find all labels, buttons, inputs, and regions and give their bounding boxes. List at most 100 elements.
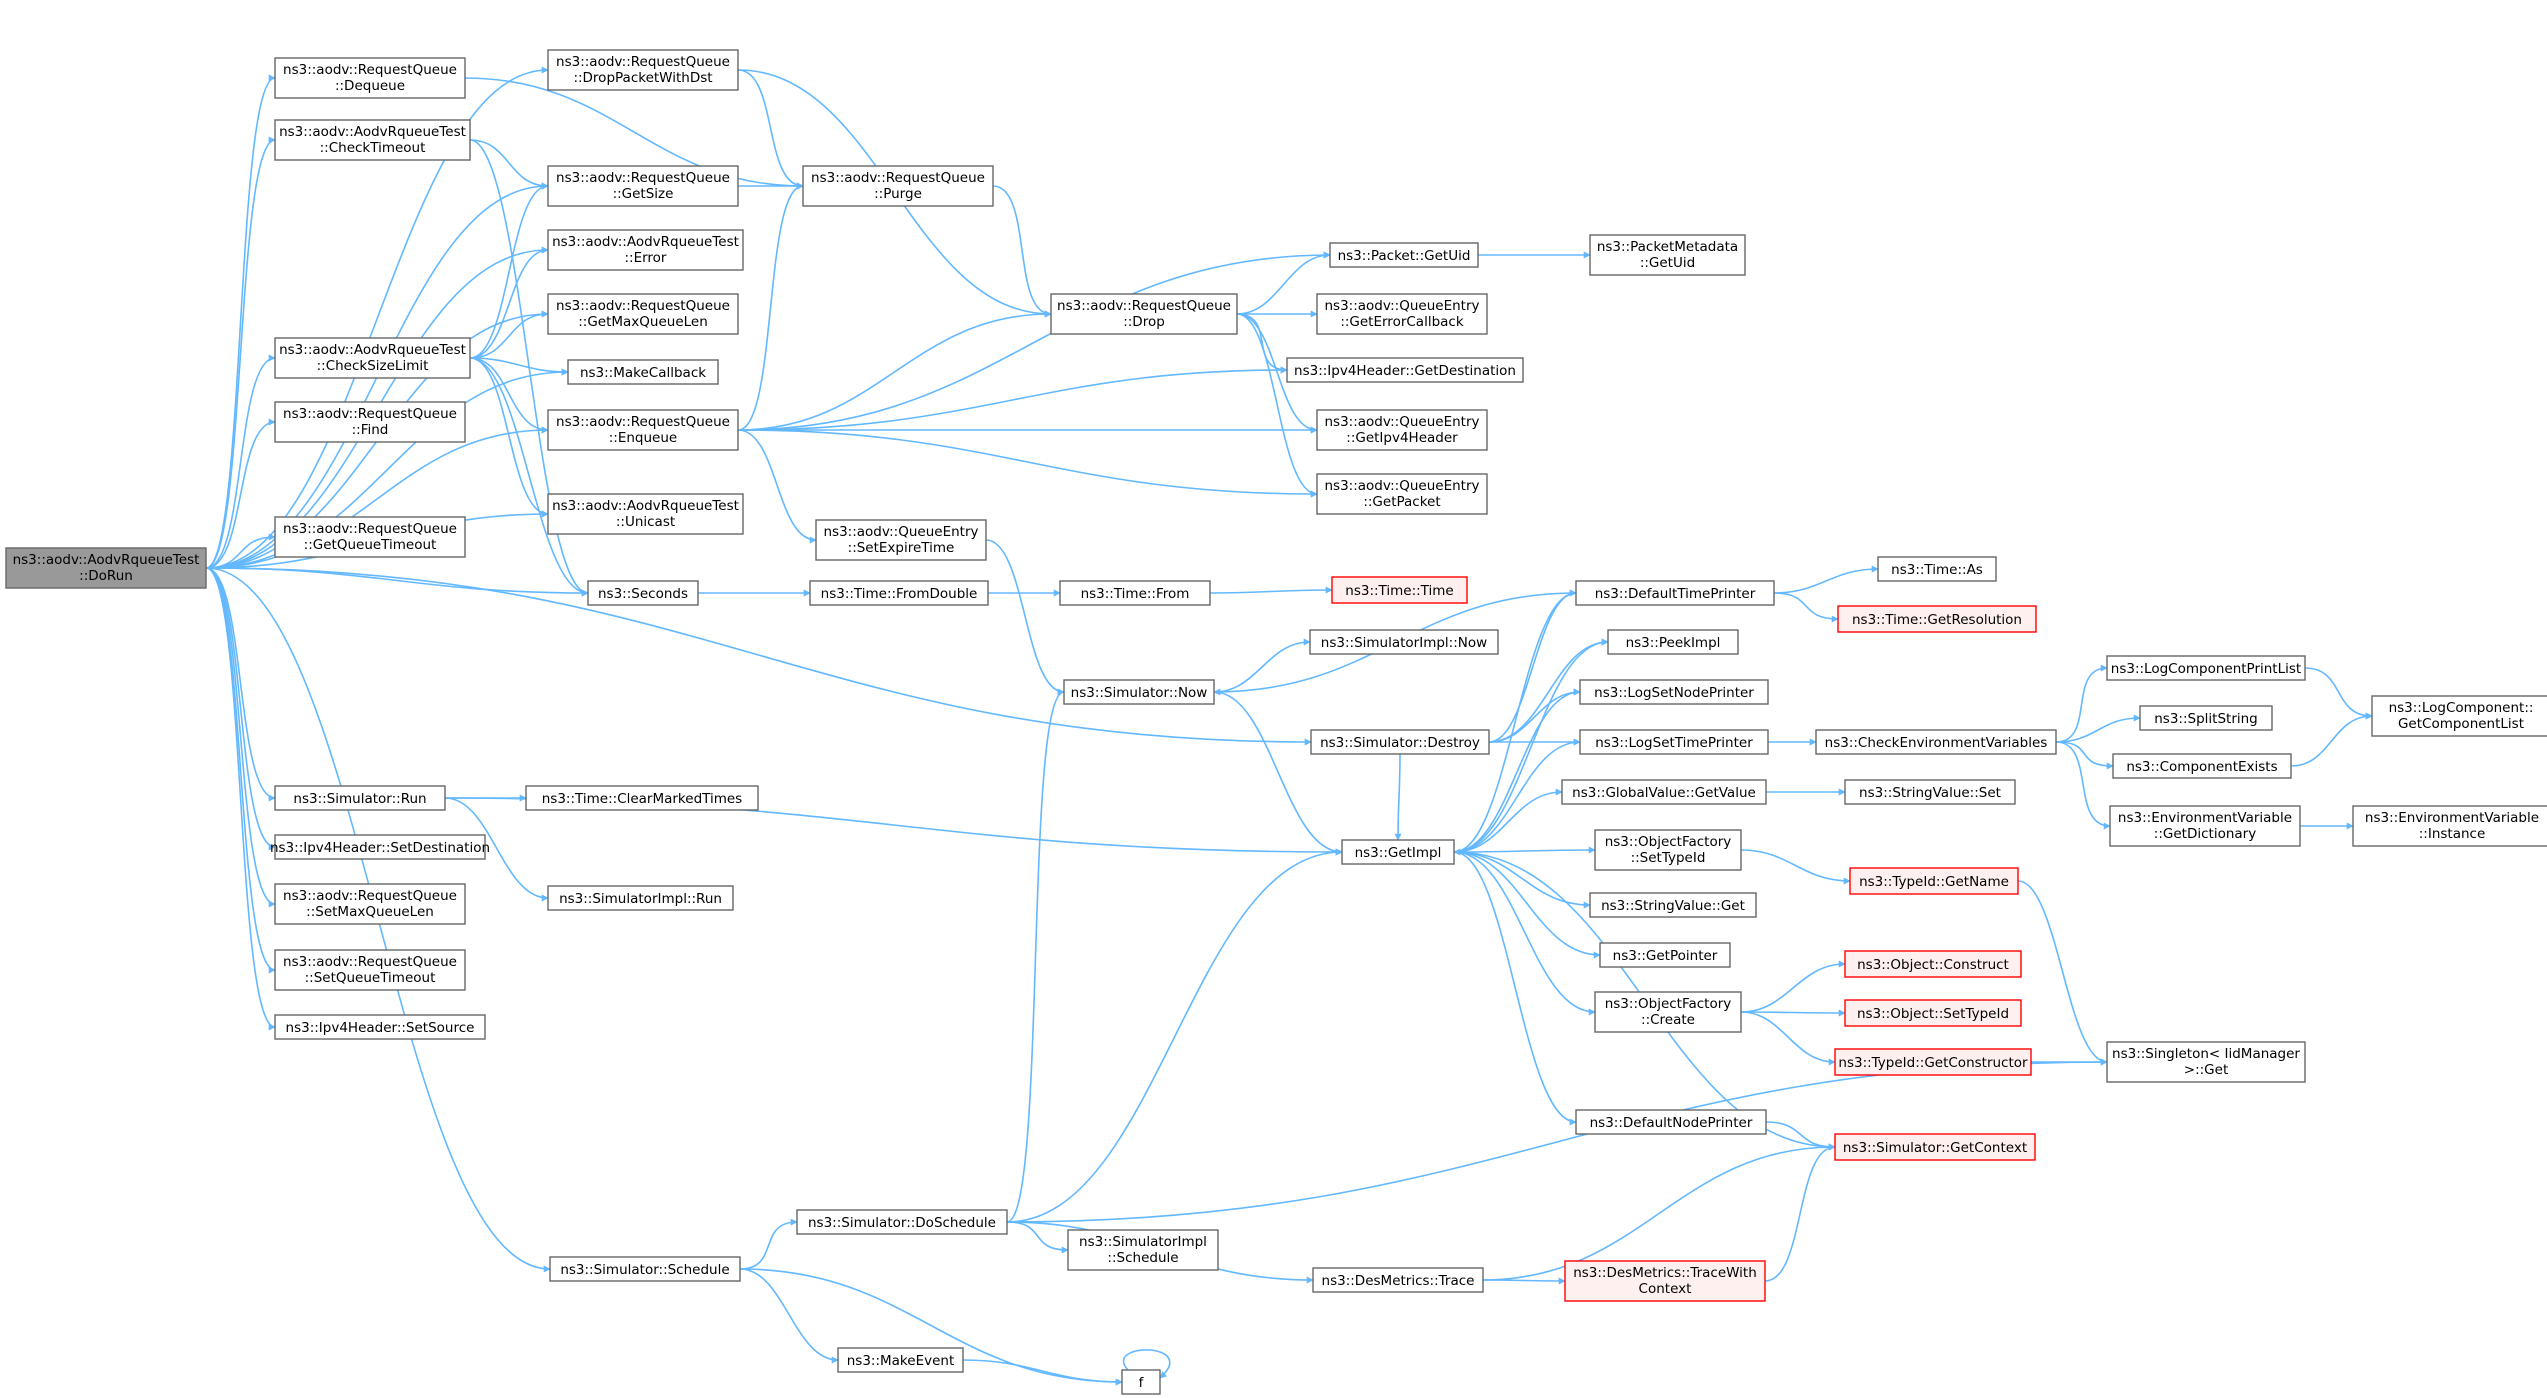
node-label: ns3::DesMetrics::Trace	[1322, 1273, 1475, 1289]
node-makeevent[interactable]: ns3::MakeEvent	[837, 1347, 964, 1373]
node-getcomponentlist[interactable]: ns3::LogComponent::GetComponentList	[2371, 695, 2547, 737]
node-logsettimeprinter[interactable]: ns3::LogSetTimePrinter	[1579, 729, 1769, 755]
edge-simschedule-to-doschedule	[739, 1218, 798, 1270]
node-f[interactable]: f	[1121, 1369, 1161, 1395]
node-timefrom[interactable]: ns3::Time::From	[1059, 580, 1211, 606]
node-box	[1575, 1109, 1767, 1135]
node-clearmarkedtimes[interactable]: ns3::Time::ClearMarkedTimes	[525, 785, 759, 811]
edge-dorun-to-droppacketwithdst	[205, 66, 549, 569]
node-find[interactable]: ns3::aodv::RequestQueue::Find	[274, 401, 466, 443]
node-packetgetuid[interactable]: ns3::Packet::GetUid	[1329, 242, 1479, 268]
node-singletonget[interactable]: ns3::Singleton< IidManager >::Get	[2106, 1041, 2306, 1083]
node-simnow[interactable]: ns3::Simulator::Now	[1063, 679, 1215, 705]
node-label: ::GetMaxQueueLen	[578, 314, 708, 330]
node-setqueuetimeout[interactable]: ns3::aodv::RequestQueue::SetQueueTimeout	[274, 949, 466, 991]
node-label: ::Purge	[874, 186, 922, 202]
node-unicast[interactable]: ns3::aodv::AodvRqueueTest::Unicast	[547, 493, 744, 535]
node-error[interactable]: ns3::aodv::AodvRqueueTest::Error	[547, 229, 744, 271]
node-ipv4setdest[interactable]: ns3::Ipv4Header::SetDestination	[270, 834, 490, 860]
node-label: ns3::aodv::RequestQueue	[283, 521, 457, 537]
node-getresolution[interactable]: ns3::Time::GetResolution	[1837, 605, 2037, 633]
node-box	[1121, 1369, 1161, 1395]
edge-logcompprintlist-to-getcomponentlist	[2304, 667, 2373, 720]
node-label: ns3::Simulator::Run	[293, 791, 426, 807]
node-purge[interactable]: ns3::aodv::RequestQueue::Purge	[802, 165, 994, 207]
node-label: ns3::PeekImpl	[1626, 635, 1721, 651]
node-objfactorycreate[interactable]: ns3::ObjectFactory::Create	[1594, 991, 1742, 1033]
node-simdestroy[interactable]: ns3::Simulator::Destroy	[1310, 729, 1490, 755]
node-timetime[interactable]: ns3::Time::Time	[1331, 576, 1468, 604]
node-defaultnodeprinter[interactable]: ns3::DefaultNodePrinter	[1575, 1109, 1767, 1135]
node-label: ns3::aodv::AodvRqueueTest	[279, 124, 466, 140]
node-box	[809, 580, 989, 606]
node-packetmetadatagetuid[interactable]: ns3::PacketMetadata::GetUid	[1589, 234, 1746, 276]
node-timeas[interactable]: ns3::Time::As	[1877, 556, 1997, 582]
node-objfactorysettypeid[interactable]: ns3::ObjectFactory::SetTypeId	[1594, 829, 1742, 871]
node-objectconstruct[interactable]: ns3::Object::Construct	[1844, 950, 2022, 978]
node-box	[274, 119, 471, 161]
node-getqueuetimeout[interactable]: ns3::aodv::RequestQueue::GetQueueTimeout	[274, 516, 466, 558]
node-geterrorcallback[interactable]: ns3::aodv::QueueEntry::GetErrorCallback	[1316, 293, 1488, 335]
node-drop[interactable]: ns3::aodv::RequestQueue::Drop	[1050, 293, 1238, 335]
node-box	[274, 834, 486, 860]
edge-doschedule-to-simnow	[1006, 688, 1065, 1223]
edge-dorun-to-ipv4setsource	[205, 567, 276, 1031]
node-simimplrun[interactable]: ns3::SimulatorImpl::Run	[547, 885, 734, 911]
node-peekimpl[interactable]: ns3::PeekImpl	[1607, 629, 1739, 655]
node-dequeue[interactable]: ns3::aodv::RequestQueue::Dequeue	[274, 57, 466, 99]
node-getpacket[interactable]: ns3::aodv::QueueEntry::GetPacket	[1316, 473, 1488, 515]
node-box	[837, 1347, 964, 1373]
node-simimplschedule[interactable]: ns3::SimulatorImpl::Schedule	[1067, 1229, 1219, 1271]
node-fromdouble[interactable]: ns3::Time::FromDouble	[809, 580, 989, 606]
node-simimplnow[interactable]: ns3::SimulatorImpl::Now	[1309, 629, 1499, 655]
node-envvargetdict[interactable]: ns3::EnvironmentVariable::GetDictionary	[2109, 805, 2301, 847]
node-label: ::GetErrorCallback	[1340, 314, 1464, 330]
node-ipv4getdest[interactable]: ns3::Ipv4Header::GetDestination	[1286, 357, 1524, 383]
node-checkenvvars[interactable]: ns3::CheckEnvironmentVariables	[1815, 729, 2057, 755]
node-defaulttimeprinter[interactable]: ns3::DefaultTimePrinter	[1575, 580, 1775, 606]
node-componentexists[interactable]: ns3::ComponentExists	[2112, 753, 2292, 779]
node-objectsettypeid[interactable]: ns3::Object::SetTypeId	[1844, 999, 2022, 1027]
node-label: ns3::DefaultNodePrinter	[1590, 1115, 1753, 1131]
node-enqueue[interactable]: ns3::aodv::RequestQueue::Enqueue	[547, 409, 739, 451]
node-simschedule[interactable]: ns3::Simulator::Schedule	[549, 1256, 741, 1282]
node-typeidgetname[interactable]: ns3::TypeId::GetName	[1849, 867, 2019, 895]
node-makecallback[interactable]: ns3::MakeCallback	[567, 359, 719, 385]
node-ipv4setsource[interactable]: ns3::Ipv4Header::SetSource	[274, 1014, 486, 1040]
node-stringvalueset[interactable]: ns3::StringValue::Set	[1844, 779, 2016, 805]
node-droppacketwithdst[interactable]: ns3::aodv::RequestQueue::DropPacketWithD…	[547, 49, 739, 91]
node-label: ns3::Object::SetTypeId	[1857, 1006, 2009, 1022]
node-envvarinstance[interactable]: ns3::EnvironmentVariable::Instance	[2352, 805, 2547, 847]
node-setexpiretime[interactable]: ns3::aodv::QueueEntry::SetExpireTime	[815, 519, 987, 561]
edge-drop-to-packetgetuid	[1236, 251, 1331, 315]
node-dorun[interactable]: ns3::aodv::AodvRqueueTest::DoRun	[5, 547, 207, 589]
node-box	[2371, 695, 2547, 737]
node-checktimeout[interactable]: ns3::aodv::AodvRqueueTest::CheckTimeout	[274, 119, 471, 161]
node-label: ::SetMaxQueueLen	[306, 904, 434, 920]
node-label: ns3::DefaultTimePrinter	[1595, 586, 1756, 602]
node-getmaxqueuelen[interactable]: ns3::aodv::RequestQueue::GetMaxQueueLen	[547, 293, 739, 335]
node-splitstring[interactable]: ns3::SplitString	[2139, 705, 2273, 731]
node-setmaxqueuelen[interactable]: ns3::aodv::RequestQueue::SetMaxQueueLen	[274, 883, 466, 925]
node-globalvaluegetvalue[interactable]: ns3::GlobalValue::GetValue	[1561, 779, 1767, 805]
node-getsize[interactable]: ns3::aodv::RequestQueue::GetSize	[547, 165, 739, 207]
node-simrun[interactable]: ns3::Simulator::Run	[274, 785, 446, 811]
node-doschedule[interactable]: ns3::Simulator::DoSchedule	[796, 1209, 1008, 1235]
node-stringvalueget[interactable]: ns3::StringValue::Get	[1589, 892, 1757, 918]
node-typeidgetconstructor[interactable]: ns3::TypeId::GetConstructor	[1834, 1048, 2032, 1076]
node-simgetcontext[interactable]: ns3::Simulator::GetContext	[1834, 1133, 2036, 1161]
node-getimpl[interactable]: ns3::GetImpl	[1341, 839, 1455, 865]
node-desmetricstrace[interactable]: ns3::DesMetrics::Trace	[1312, 1267, 1484, 1293]
node-logcompprintlist[interactable]: ns3::LogComponentPrintList	[2106, 655, 2306, 681]
node-box	[1316, 409, 1488, 451]
node-label: ::Find	[352, 422, 389, 438]
node-getipv4header[interactable]: ns3::aodv::QueueEntry::GetIpv4Header	[1316, 409, 1488, 451]
node-checksizelimit[interactable]: ns3::aodv::AodvRqueueTest::CheckSizeLimi…	[274, 337, 471, 379]
node-getpointer[interactable]: ns3::GetPointer	[1599, 942, 1731, 968]
node-seconds[interactable]: ns3::Seconds	[587, 580, 699, 606]
node-logsetnodeprinter[interactable]: ns3::LogSetNodePrinter	[1579, 679, 1769, 705]
node-label: ::GetUid	[1640, 255, 1695, 271]
node-label: ns3::CheckEnvironmentVariables	[1825, 735, 2048, 751]
edge-enqueue-to-ipv4getdest	[737, 366, 1288, 431]
